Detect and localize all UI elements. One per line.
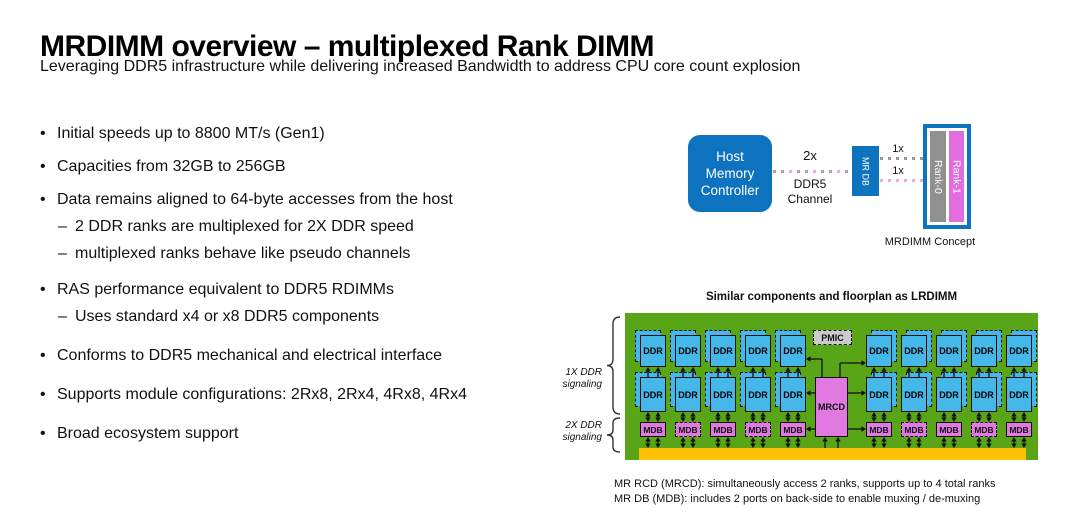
ddr-chip: DDR xyxy=(901,335,927,367)
list-item: • Data remains aligned to 64-byte accesse… xyxy=(40,190,570,210)
bullet-text: multiplexed ranks behave like pseudo cha… xyxy=(75,245,411,262)
ddr-chip: DDR xyxy=(780,377,806,412)
ddr-chip: DDR xyxy=(640,377,666,412)
ddr-chip: DDR xyxy=(866,335,892,367)
bullet-text: Initial speeds up to 8800 MT/s (Gen1) xyxy=(57,125,325,142)
ddr-chip: DDR xyxy=(745,377,771,412)
mrcd-chip: MRCD xyxy=(815,377,848,437)
dash-marker: – xyxy=(58,218,67,235)
channel-mult-label: 2x xyxy=(803,148,817,163)
ddr-chip: DDR xyxy=(936,377,962,412)
list-item: –Uses standard x4 or x8 DDR5 components xyxy=(40,307,570,327)
list-item: • Supports module configurations: 2Rx8, 2… xyxy=(40,385,570,405)
label-1x-ddr-signaling: 1X DDR signaling xyxy=(562,367,602,390)
mdb-caption: MR DB (MDB): includes 2 ports on back-si… xyxy=(614,493,981,505)
brace-2x xyxy=(606,417,621,453)
page-title: MRDIMM overview – multiplexed Rank DIMM xyxy=(40,30,654,64)
mdb-chip: MDB xyxy=(1006,422,1032,437)
brace-1x xyxy=(606,316,621,415)
ddr-chip: DDR xyxy=(971,335,997,367)
mdb-chip: MDB xyxy=(640,422,666,437)
list-item: • Initial speeds up to 8800 MT/s (Gen1) xyxy=(40,124,570,144)
list-item: • Broad ecosystem support xyxy=(40,424,570,444)
list-item: –multiplexed ranks behave like pseudo ch… xyxy=(40,244,570,264)
host-memory-controller-box: Host Memory Controller xyxy=(688,135,772,212)
ddr5-channel-label: DDR5 Channel xyxy=(787,177,833,206)
mdb-chip: MDB xyxy=(710,422,736,437)
ddr-chip: DDR xyxy=(745,335,771,367)
mrcd-caption: MR RCD (MRCD): simultaneously access 2 r… xyxy=(614,478,996,490)
list-item: • RAS performance equivalent to DDR5 RDIM… xyxy=(40,280,570,300)
edge-connector xyxy=(639,448,1026,460)
bullet-text: Conforms to DDR5 mechanical and electric… xyxy=(57,347,443,364)
bullet-list: • Initial speeds up to 8800 MT/s (Gen1) •… xyxy=(40,124,570,444)
ddr-chip: DDR xyxy=(901,377,927,412)
bullet-text: 2 DDR ranks are multiplexed for 2X DDR s… xyxy=(75,218,414,235)
mrdimm-concept-diagram: Host Memory Controller 2x DDR5 Channel M… xyxy=(660,110,1010,260)
rank1-bar: Rank-1 xyxy=(948,131,964,222)
list-item: –2 DDR ranks are multiplexed for 2X DDR … xyxy=(40,217,570,237)
ddr-chip: DDR xyxy=(1006,377,1032,412)
floorplan-captions: MR RCD (MRCD): simultaneously access 2 r… xyxy=(614,477,1074,507)
mdb-chip: MDB xyxy=(971,422,997,437)
rank0-bar: Rank-0 xyxy=(930,131,946,222)
bullet-marker: • xyxy=(40,386,46,403)
bullet-text: Broad ecosystem support xyxy=(57,425,239,442)
ddr-chip: DDR xyxy=(1006,335,1032,367)
bullet-marker: • xyxy=(40,125,46,142)
ddr-chip: DDR xyxy=(675,377,701,412)
bullet-text: Uses standard x4 or x8 DDR5 components xyxy=(75,308,380,325)
bullet-text: RAS performance equivalent to DDR5 RDIMM… xyxy=(57,281,395,298)
mdb-chip: MDB xyxy=(901,422,927,437)
concept-caption: MRDIMM Concept xyxy=(884,236,976,248)
bullet-marker: • xyxy=(40,158,46,175)
page-subtitle: Leveraging DDR5 infrastructure while del… xyxy=(40,58,801,75)
list-item: • Conforms to DDR5 mechanical and electri… xyxy=(40,346,570,366)
bullet-text: Data remains aligned to 64-byte accesses… xyxy=(57,191,453,208)
ddr-chip: DDR xyxy=(866,377,892,412)
mdb-chip: MDB xyxy=(675,422,701,437)
ddr-chip: DDR xyxy=(710,377,736,412)
bullet-text: Capacities from 32GB to 256GB xyxy=(57,158,286,175)
lane-top-label: 1x xyxy=(892,143,904,155)
lane-top-line xyxy=(880,157,923,160)
ddr-chip: DDR xyxy=(971,377,997,412)
list-item: • Capacities from 32GB to 256GB xyxy=(40,157,570,177)
ddr-chip: DDR xyxy=(780,335,806,367)
dash-marker: – xyxy=(58,308,67,325)
ddr-chip: DDR xyxy=(675,335,701,367)
ddr-chip: DDR xyxy=(936,335,962,367)
bullet-marker: • xyxy=(40,191,46,208)
floorplan-board: PMIC MRCD DDR DDR MDB DDR DDR MDB DDR DDR MDB DDR… xyxy=(625,313,1038,460)
mdb-chip: MDB xyxy=(745,422,771,437)
pmic-chip: PMIC xyxy=(813,330,852,345)
lane-bottom-label: 1x xyxy=(892,165,904,177)
bullet-marker: • xyxy=(40,425,46,442)
bullet-marker: • xyxy=(40,281,46,298)
mdb-chip: MDB xyxy=(936,422,962,437)
label-2x-ddr-signaling: 2X DDR signaling xyxy=(562,420,602,443)
dash-marker: – xyxy=(58,245,67,262)
bullet-text: Supports module configurations: 2Rx8, 2R… xyxy=(57,386,467,403)
floorplan-title: Similar components and floorplan as LRDI… xyxy=(705,291,958,303)
mdb-chip: MDB xyxy=(866,422,892,437)
lane-bottom-line xyxy=(880,179,923,182)
ddr-chip: DDR xyxy=(710,335,736,367)
mr-db-box: MR DB xyxy=(852,146,879,196)
ddr5-channel-line xyxy=(773,170,852,173)
mdb-chip: MDB xyxy=(780,422,806,437)
mrdimm-ranks-box: Rank-0 Rank-1 xyxy=(923,124,971,229)
ddr-chip: DDR xyxy=(640,335,666,367)
bullet-marker: • xyxy=(40,347,46,364)
